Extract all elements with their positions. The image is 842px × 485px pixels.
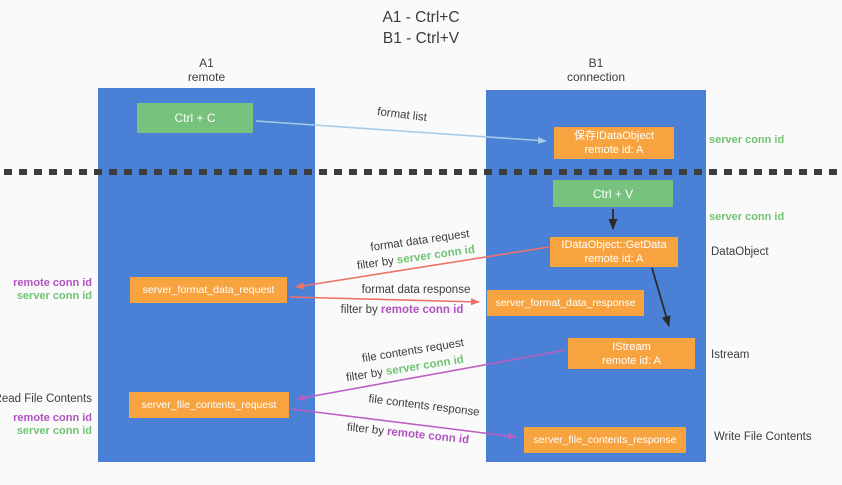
column-a1-role: remote <box>187 70 226 84</box>
diagram-title: A1 - Ctrl+C B1 - Ctrl+V <box>0 7 842 49</box>
remote-conn-id-text-1: remote conn id <box>380 304 464 316</box>
istream-side-label: Istream <box>711 349 750 361</box>
istream-line2: remote id: A <box>602 354 661 367</box>
title-line-1: A1 - Ctrl+C <box>382 9 460 26</box>
ctrl-v-label: Ctrl + V <box>592 186 634 201</box>
server-file-contents-request-box: server_file_contents_request <box>129 392 289 418</box>
ctrl-c-box: Ctrl + C <box>137 103 253 133</box>
write-file-contents-label: Write File Contents <box>714 431 812 443</box>
save-idataobject-line1: 保存IDataObject <box>573 130 655 142</box>
left-remote-conn-id-label-1: remote conn id <box>13 277 92 289</box>
ctrl-v-box: Ctrl + V <box>553 180 673 207</box>
filter-by-text-4: filter by <box>346 421 388 438</box>
server-format-data-request-box: server_format_data_request <box>130 277 287 303</box>
server-format-data-response-label: server_format_data_response <box>495 297 636 309</box>
column-b1-header: B1 connection <box>486 56 706 84</box>
remote-conn-id-text-2: remote conn id <box>386 425 470 447</box>
column-a1-header: A1 remote <box>98 56 315 84</box>
file-contents-response-label: file contents response <box>367 393 481 419</box>
read-file-contents-label: Read File Contents <box>0 393 92 405</box>
ctrl-c-label: Ctrl + C <box>174 111 216 125</box>
column-a1-name: A1 <box>199 56 214 70</box>
filter-by-text-2: filter by <box>340 304 381 316</box>
right-server-conn-id-label-2: server conn id <box>709 211 785 223</box>
istream-line1: IStream <box>612 340 651 353</box>
dotted-separator-line <box>4 169 838 175</box>
column-b1-role: connection <box>566 70 626 84</box>
left-remote-conn-id-label-2: remote conn id <box>13 412 92 424</box>
getdata-line1: IDataObject::GetData <box>561 239 667 251</box>
format-data-response-arrow <box>289 296 480 306</box>
istream-box: IStream remote id: A <box>568 338 695 369</box>
left-server-conn-id-label-2: server conn id <box>16 425 92 437</box>
save-idataobject-line2: remote id: A <box>584 144 644 156</box>
server-file-contents-request-label: server_file_contents_request <box>141 399 277 411</box>
server-format-data-response-box: server_format_data_response <box>487 290 644 316</box>
server-file-contents-response-label: server_file_contents_response <box>533 434 677 446</box>
format-list-label: format list <box>376 106 428 124</box>
getdata-box: IDataObject::GetData remote id: A <box>550 237 678 267</box>
format-data-response-label: format data response <box>361 284 471 296</box>
filter-by-remote-conn-id-label-1: filter by remote conn id <box>341 304 464 316</box>
title-line-2: B1 - Ctrl+V <box>382 30 460 47</box>
getdata-line2: remote id: A <box>584 253 644 265</box>
filter-by-text-3: filter by <box>345 366 387 385</box>
right-server-conn-id-label-1: server conn id <box>709 134 785 146</box>
server-file-contents-response-box: server_file_contents_response <box>524 427 686 453</box>
column-b1-name: B1 <box>588 56 604 70</box>
filter-by-text-1: filter by <box>356 254 398 273</box>
dataobject-label: DataObject <box>711 246 769 258</box>
save-idataobject-box: 保存IDataObject remote id: A <box>554 127 674 159</box>
left-server-conn-id-label-1: server conn id <box>16 290 92 302</box>
server-format-data-request-label: server_format_data_request <box>142 284 275 296</box>
filter-by-remote-conn-id-label-2: filter by remote conn id <box>346 422 469 447</box>
